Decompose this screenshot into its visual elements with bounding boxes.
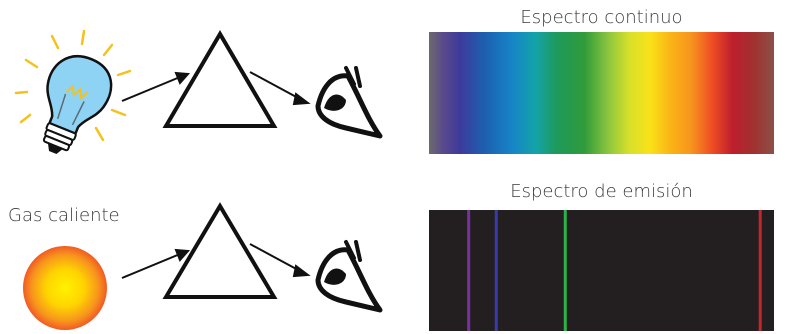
green-line bbox=[564, 210, 567, 331]
continuous-spectrum-bar bbox=[429, 32, 774, 154]
continuous-spectrum-title: Espectro continuo bbox=[429, 7, 774, 28]
emission-spectrum-bar bbox=[429, 210, 774, 331]
eye-icon bbox=[318, 242, 380, 310]
red-line bbox=[759, 210, 762, 331]
hot-gas-sphere-icon bbox=[23, 246, 107, 330]
violet-line bbox=[467, 210, 470, 331]
blue-line bbox=[495, 210, 498, 331]
hot-gas-label: Gas caliente bbox=[8, 205, 120, 226]
eye-icon bbox=[318, 68, 380, 136]
emission-spectrum-title: Espectro de emisión bbox=[429, 181, 774, 202]
light-bulb-icon bbox=[16, 31, 130, 164]
arrow-to-prism-top bbox=[122, 73, 188, 101]
